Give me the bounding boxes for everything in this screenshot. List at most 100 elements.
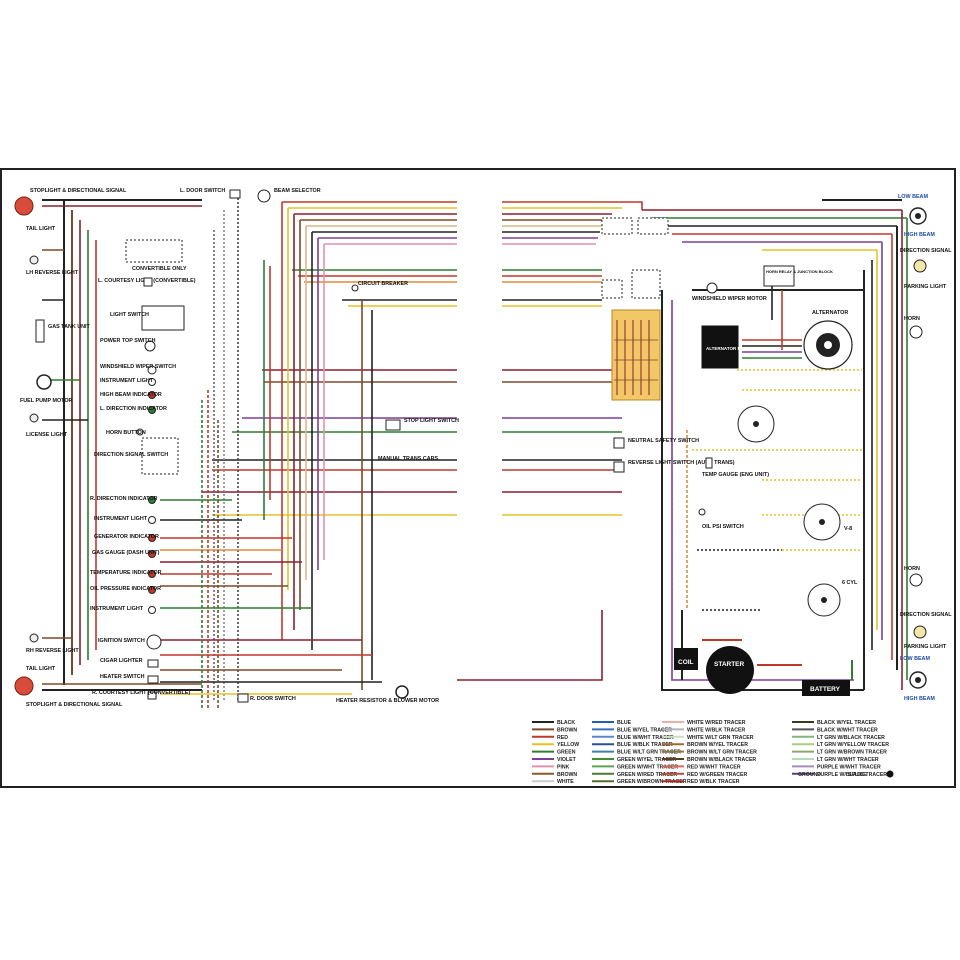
right-components: WINDSHIELD WIPER MOTOR HORN RELAY & JUNC… [613,194,952,702]
alternator [803,320,853,370]
oil-psi-switch [698,508,706,516]
label-tail-bottom: TAIL LIGHT [26,666,56,672]
legend-label: RED W/GREEN TRACER [687,772,747,778]
legend-label: WHITE W/LT GRN TRACER [687,735,754,741]
legend-label: RED W/BLK TRACER [687,779,740,785]
label-parking-light-top: PARKING LIGHT [904,284,947,290]
label-stop-light-switch: STOP LIGHT SWITCH [404,418,459,424]
legend-label: BLACK W/WHT TRACER [817,727,878,733]
cigar-lighter [147,659,159,668]
label-low-beam-bottom: LOW BEAM [900,656,930,662]
distributor-6cyl [807,583,841,617]
coil [674,648,698,670]
label-oil-pressure: OIL PRESSURE INDICATOR [90,586,161,592]
label-ignition: IGNITION SWITCH [98,638,145,644]
horn-bottom [909,573,923,587]
horn-button [136,428,144,436]
legend-label: BLUE W/YEL TRACER [617,727,672,733]
low-beam-top [909,207,927,225]
wiper-switch [147,365,157,375]
label-fuel-pump: FUEL PUMP MOTOR [20,398,73,404]
legend-label: BROWN W/BLACK TRACER [687,757,756,763]
legend-label: WHITE W/RED TRACER [687,720,746,726]
r-direction-indicator [148,496,156,504]
label-reverse-switch: REVERSE LIGHT SWITCH (AUTO TRANS) [628,460,735,466]
light-switch [141,305,185,331]
label-direction-switch: DIRECTION SIGNAL SWITCH [94,452,168,458]
label-r-door: R. DOOR SWITCH [250,696,296,702]
label-parking-light-bottom: PARKING LIGHT [904,644,947,650]
horn-top [909,325,923,339]
bulkhead-connector [611,309,661,401]
label-generator: GENERATOR INDICATOR [94,534,159,540]
label-heater-switch: HEATER SWITCH [100,674,145,680]
legend-label: WHITE W/BLK TRACER [687,727,745,733]
gas-tank-unit [35,319,45,343]
legend-label: BROWN W/YEL TRACER [687,742,748,748]
legend-label: GREEN W/RED TRACER [617,772,677,778]
label-stoplight-bottom: STOPLIGHT & DIRECTIONAL SIGNAL [26,702,123,708]
legend-label: BLUE W/BLK TRACER [617,742,673,748]
label-wiper-switch: WINDSHIELD WIPER SWITCH [100,364,176,370]
label-beam-selector: BEAM SELECTOR [274,188,321,194]
beam-selector [257,189,271,203]
instrument-light-1 [148,378,156,386]
label-wiper-motor: WINDSHIELD WIPER MOTOR [692,296,767,302]
convertible-relay [125,239,183,263]
legend-label: BROWN [557,727,577,733]
left-components: STOPLIGHT & DIRECTIONAL SIGNAL TAIL LIGH… [14,188,459,708]
label-instrument-light-3: INSTRUMENT LIGHT [90,606,144,612]
label-instrument-light-1: INSTRUMENT LIGHT [100,378,154,384]
label-6cyl: 6 CYL [842,580,858,586]
label-cigar: CIGAR LIGHTER [100,658,143,664]
wire-color-legend: BLACKBROWNREDYELLOWGREENVIOLETPINKBROWNW… [532,720,889,785]
label-rh-reverse: RH REVERSE LIGHT [26,648,79,654]
label-v8: V-8 [844,526,852,532]
label-manual-trans: MANUAL TRANS CARS [378,456,438,462]
stoplight-top-lamp [14,196,34,216]
direction-signal-lamp-top [913,259,927,273]
label-ground: GROUND [798,772,821,778]
stop-light-switch [385,419,401,431]
wiring-diagram-frame: STOPLIGHT & DIRECTIONAL SIGNAL TAIL LIGH… [0,168,956,788]
starter-feed-wire [457,610,603,681]
legend-ground-splice: GROUND SPLICE [798,770,894,778]
legend-label: BROWN W/LT GRN TRACER [687,750,757,756]
fuel-pump-motor [36,374,52,390]
starter [706,646,754,694]
high-beam-indicator [148,391,156,399]
stoplight-bottom-lamp [14,676,34,696]
label-convertible-only: CONVERTIBLE ONLY [132,266,187,272]
rh-reverse-lamp [29,633,39,643]
label-gas-gauge: GAS GAUGE (DASH UNIT) [92,550,160,556]
heater-switch [147,675,159,684]
r-door-switch [237,693,249,703]
label-light-switch: LIGHT SWITCH [110,312,149,318]
wiper-motor [706,282,718,294]
label-r-direction: R. DIRECTION INDICATOR [90,496,158,502]
battery [802,680,850,696]
label-high-beam: HIGH BEAM INDICATOR [100,392,162,398]
label-horn-button: HORN BUTTON [106,430,146,436]
label-instrument-light-2: INSTRUMENT LIGHT [94,516,148,522]
label-power-top: POWER TOP SWITCH [100,338,156,344]
legend-label: LT GRN W/YELLOW TRACER [817,742,889,748]
legend-label: BLUE [617,720,632,726]
legend-label: RED [557,735,568,741]
label-high-beam-bottom: HIGH BEAM [904,696,935,702]
legend-label: BLUE W/WHT TRACER [617,735,674,741]
license-lamp [29,413,39,423]
legend-label: GREEN W/BROWN TRACER [617,779,687,785]
temp-gauge-sender [705,457,713,469]
label-license: LICENSE LIGHT [26,432,68,438]
label-heater-resistor: HEATER RESISTOR & BLOWER MOTOR [336,698,439,704]
direction-signal-lamp-bottom [913,625,927,639]
label-temp-gauge: TEMP GAUGE (ENG UNIT) [702,472,769,478]
circuit-breaker [351,284,359,292]
label-regulator: ALTERNATOR REGULATOR [706,346,766,351]
legend-label: PURPLE W/BLACK TRACER [817,772,887,778]
distributor-v8 [737,405,841,541]
power-top-switch [144,340,156,352]
legend-label: GREEN [557,750,576,756]
label-direction-signal-bottom: DIRECTION SIGNAL [900,612,952,618]
